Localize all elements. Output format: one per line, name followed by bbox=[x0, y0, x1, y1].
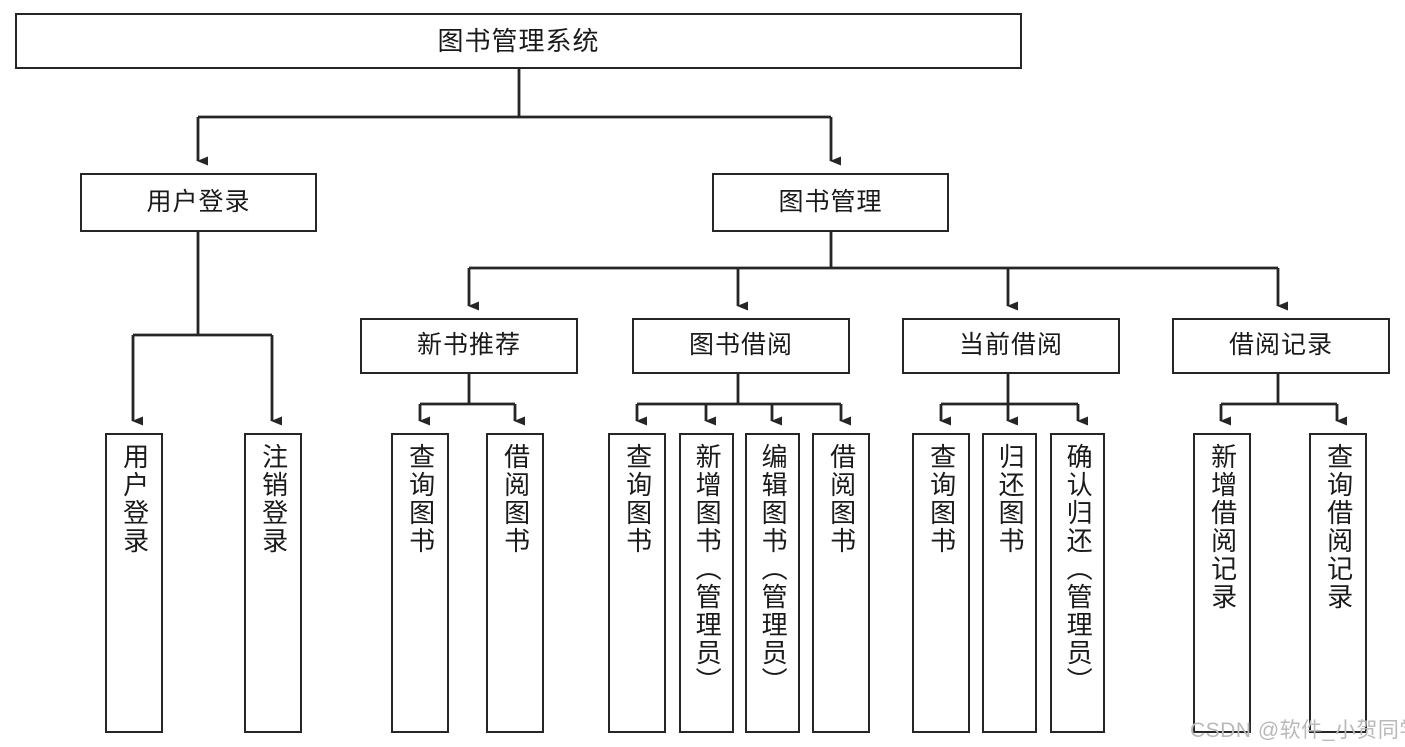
node-book-management[interactable]: 图书管理 bbox=[712, 173, 949, 232]
node-label: 查询图书 bbox=[926, 443, 957, 555]
leaf-user-login-logout[interactable]: 注销登录 bbox=[244, 433, 302, 733]
node-label: 确认归还（管理员） bbox=[1063, 443, 1094, 695]
node-label: 图书借阅 bbox=[688, 331, 793, 360]
leaf-record-add-record[interactable]: 新增借阅记录 bbox=[1193, 433, 1251, 733]
node-label: 图书管理 bbox=[778, 187, 883, 216]
node-label: 用户登录 bbox=[119, 443, 150, 555]
node-label: 当前借阅 bbox=[958, 331, 1063, 360]
node-label: 借阅记录 bbox=[1228, 331, 1333, 360]
leaf-borrow-edit-book-admin[interactable]: 编辑图书（管理员） bbox=[745, 433, 800, 733]
node-root-system[interactable]: 图书管理系统 bbox=[15, 13, 1022, 69]
node-label: 借阅图书 bbox=[826, 443, 857, 555]
node-label: 归还图书 bbox=[995, 443, 1026, 555]
node-label: 查询图书 bbox=[405, 443, 436, 555]
leaf-current-confirm-return-admin[interactable]: 确认归还（管理员） bbox=[1050, 433, 1105, 733]
node-label: 借阅图书 bbox=[500, 443, 531, 555]
node-label: 查询图书 bbox=[622, 443, 653, 555]
node-label: 新增借阅记录 bbox=[1207, 443, 1238, 611]
leaf-borrow-add-book-admin[interactable]: 新增图书（管理员） bbox=[679, 433, 734, 733]
node-book-borrow[interactable]: 图书借阅 bbox=[632, 318, 850, 374]
leaf-current-query-book[interactable]: 查询图书 bbox=[912, 433, 970, 733]
leaf-current-return-book[interactable]: 归还图书 bbox=[982, 433, 1037, 733]
node-borrow-record[interactable]: 借阅记录 bbox=[1172, 318, 1390, 374]
node-label: 查询借阅记录 bbox=[1323, 443, 1354, 611]
node-new-book-recommend[interactable]: 新书推荐 bbox=[360, 318, 578, 374]
leaf-recommend-query-book[interactable]: 查询图书 bbox=[391, 433, 449, 733]
csdn-watermark: CSDN @软件_小贺同学 bbox=[1190, 719, 1405, 742]
leaf-borrow-borrow-book[interactable]: 借阅图书 bbox=[812, 433, 870, 733]
node-user-login[interactable]: 用户登录 bbox=[80, 173, 317, 232]
leaf-borrow-query-book[interactable]: 查询图书 bbox=[608, 433, 666, 733]
leaf-user-login-login[interactable]: 用户登录 bbox=[105, 433, 163, 733]
leaf-recommend-borrow-book[interactable]: 借阅图书 bbox=[486, 433, 544, 733]
node-current-borrow[interactable]: 当前借阅 bbox=[902, 318, 1120, 374]
node-label: 新书推荐 bbox=[416, 331, 521, 360]
node-label: 编辑图书（管理员） bbox=[758, 443, 789, 695]
node-label: 注销登录 bbox=[258, 443, 289, 555]
node-label: 图书管理系统 bbox=[437, 25, 600, 56]
node-label: 新增图书（管理员） bbox=[692, 443, 723, 695]
node-label: 用户登录 bbox=[146, 187, 251, 216]
leaf-record-query-record[interactable]: 查询借阅记录 bbox=[1309, 433, 1367, 733]
